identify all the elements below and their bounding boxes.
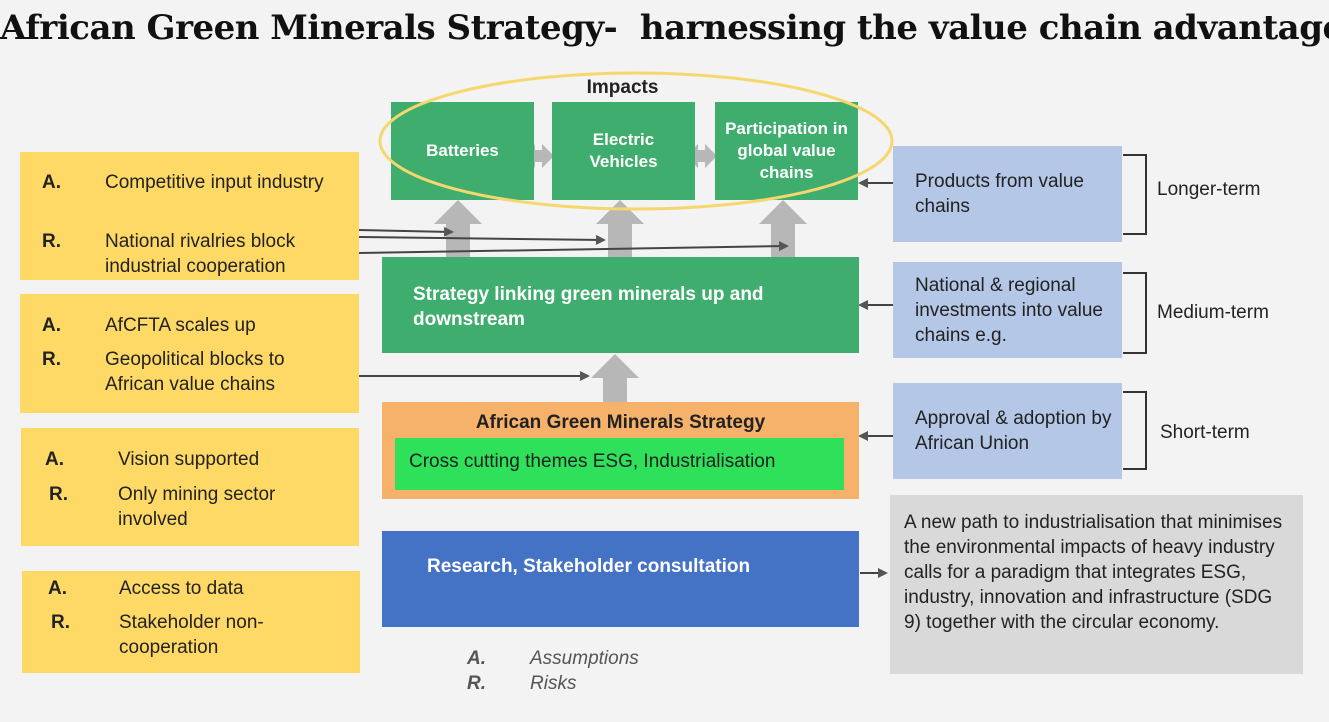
impact-label-batteries: Batteries bbox=[426, 141, 499, 160]
research-box: Research, Stakeholder consultation bbox=[382, 531, 859, 627]
impacts-label: Impacts bbox=[586, 77, 659, 98]
arrow-to-batteries bbox=[358, 226, 454, 237]
risk-key: R. bbox=[42, 231, 61, 252]
legend-text: Risks bbox=[530, 673, 577, 694]
legend-key: A. bbox=[467, 648, 486, 669]
timeframe-box-text: Products from value chains bbox=[915, 171, 1084, 217]
strategy-label: Strategy linking green minerals up and d… bbox=[413, 284, 764, 330]
bracket-short bbox=[1123, 391, 1147, 470]
assumption-risk-box-1: A. Competitive input industry R. Nationa… bbox=[20, 152, 359, 280]
paradigm-note-box: A new path to industrialisation that min… bbox=[890, 495, 1303, 674]
assumption-text: AfCFTA scales up bbox=[105, 315, 256, 336]
assumption-risk-box-2: A. AfCFTA scales up R. Geopolitical bloc… bbox=[20, 294, 359, 413]
up-arrow-batteries bbox=[434, 200, 482, 257]
research-label: Research, Stakeholder consultation bbox=[427, 556, 751, 577]
term-label-longer: Longer-term bbox=[1157, 179, 1261, 200]
assumption-risk-box-4: A. Access to data R. Stakeholder non-coo… bbox=[22, 571, 360, 673]
risk-key: R. bbox=[49, 484, 68, 505]
term-label-short: Short-term bbox=[1160, 422, 1250, 443]
agms-box: African Green Minerals Strategy Cross cu… bbox=[382, 402, 859, 499]
bracket-medium bbox=[1123, 272, 1147, 354]
risk-text: National rivalries block industrial coop… bbox=[105, 231, 296, 277]
strategy-box: Strategy linking green minerals up and d… bbox=[382, 257, 859, 353]
risk-text: Stakeholder non-cooperation bbox=[119, 612, 264, 658]
assumption-risk-box-3: A. Vision supported R. Only mining secto… bbox=[21, 428, 359, 546]
page-title: African Green Minerals Strategy- harness… bbox=[0, 8, 1329, 48]
assumption-key: A. bbox=[42, 172, 61, 193]
timeframe-box-text: Approval & adoption by African Union bbox=[915, 408, 1112, 454]
up-arrow-ev bbox=[596, 200, 644, 257]
timeframe-box-approval: Approval & adoption by African Union bbox=[893, 383, 1122, 479]
impact-box-electric-vehicles: Electric Vehicles bbox=[552, 102, 695, 200]
timeframe-box-text: National & regional investments into val… bbox=[915, 274, 1103, 346]
legend: A. Assumptions R. Risks bbox=[467, 646, 767, 698]
assumption-key: A. bbox=[42, 315, 61, 336]
assumption-key: A. bbox=[45, 449, 64, 470]
legend-text: Assumptions bbox=[530, 648, 639, 669]
impacts-ellipse bbox=[378, 71, 894, 211]
risk-key: R. bbox=[42, 349, 61, 370]
risk-text: Only mining sector involved bbox=[118, 484, 276, 530]
assumption-text: Vision supported bbox=[118, 449, 260, 470]
term-label-medium: Medium-term bbox=[1157, 302, 1269, 323]
assumption-text: Access to data bbox=[119, 578, 244, 599]
timeframe-box-investments: National & regional investments into val… bbox=[893, 262, 1122, 358]
agms-title: African Green Minerals Strategy bbox=[475, 412, 766, 433]
risk-key: R. bbox=[51, 612, 70, 633]
arrow-to-ev bbox=[358, 234, 606, 245]
legend-key: R. bbox=[467, 673, 486, 694]
up-arrow-gvc bbox=[759, 200, 807, 257]
assumption-key: A. bbox=[48, 578, 67, 599]
impact-label-global-value-chains: Participation in global value chains bbox=[725, 119, 848, 182]
impact-label-electric-vehicles: Electric Vehicles bbox=[589, 130, 658, 171]
paradigm-note-text: A new path to industrialisation that min… bbox=[904, 512, 1283, 633]
timeframe-box-products: Products from value chains bbox=[893, 146, 1122, 242]
arrow-to-gvc bbox=[358, 241, 789, 254]
up-arrow-strategy bbox=[591, 354, 639, 402]
assumption-text: Competitive input industry bbox=[105, 172, 324, 193]
cross-cutting-themes-label: Cross cutting themes ESG, Industrialisat… bbox=[409, 451, 776, 472]
bracket-longer bbox=[1123, 154, 1147, 235]
impact-box-batteries: Batteries bbox=[391, 102, 534, 200]
cross-cutting-themes-box: Cross cutting themes ESG, Industrialisat… bbox=[395, 438, 844, 490]
risk-text: Geopolitical blocks to African value cha… bbox=[105, 349, 285, 395]
